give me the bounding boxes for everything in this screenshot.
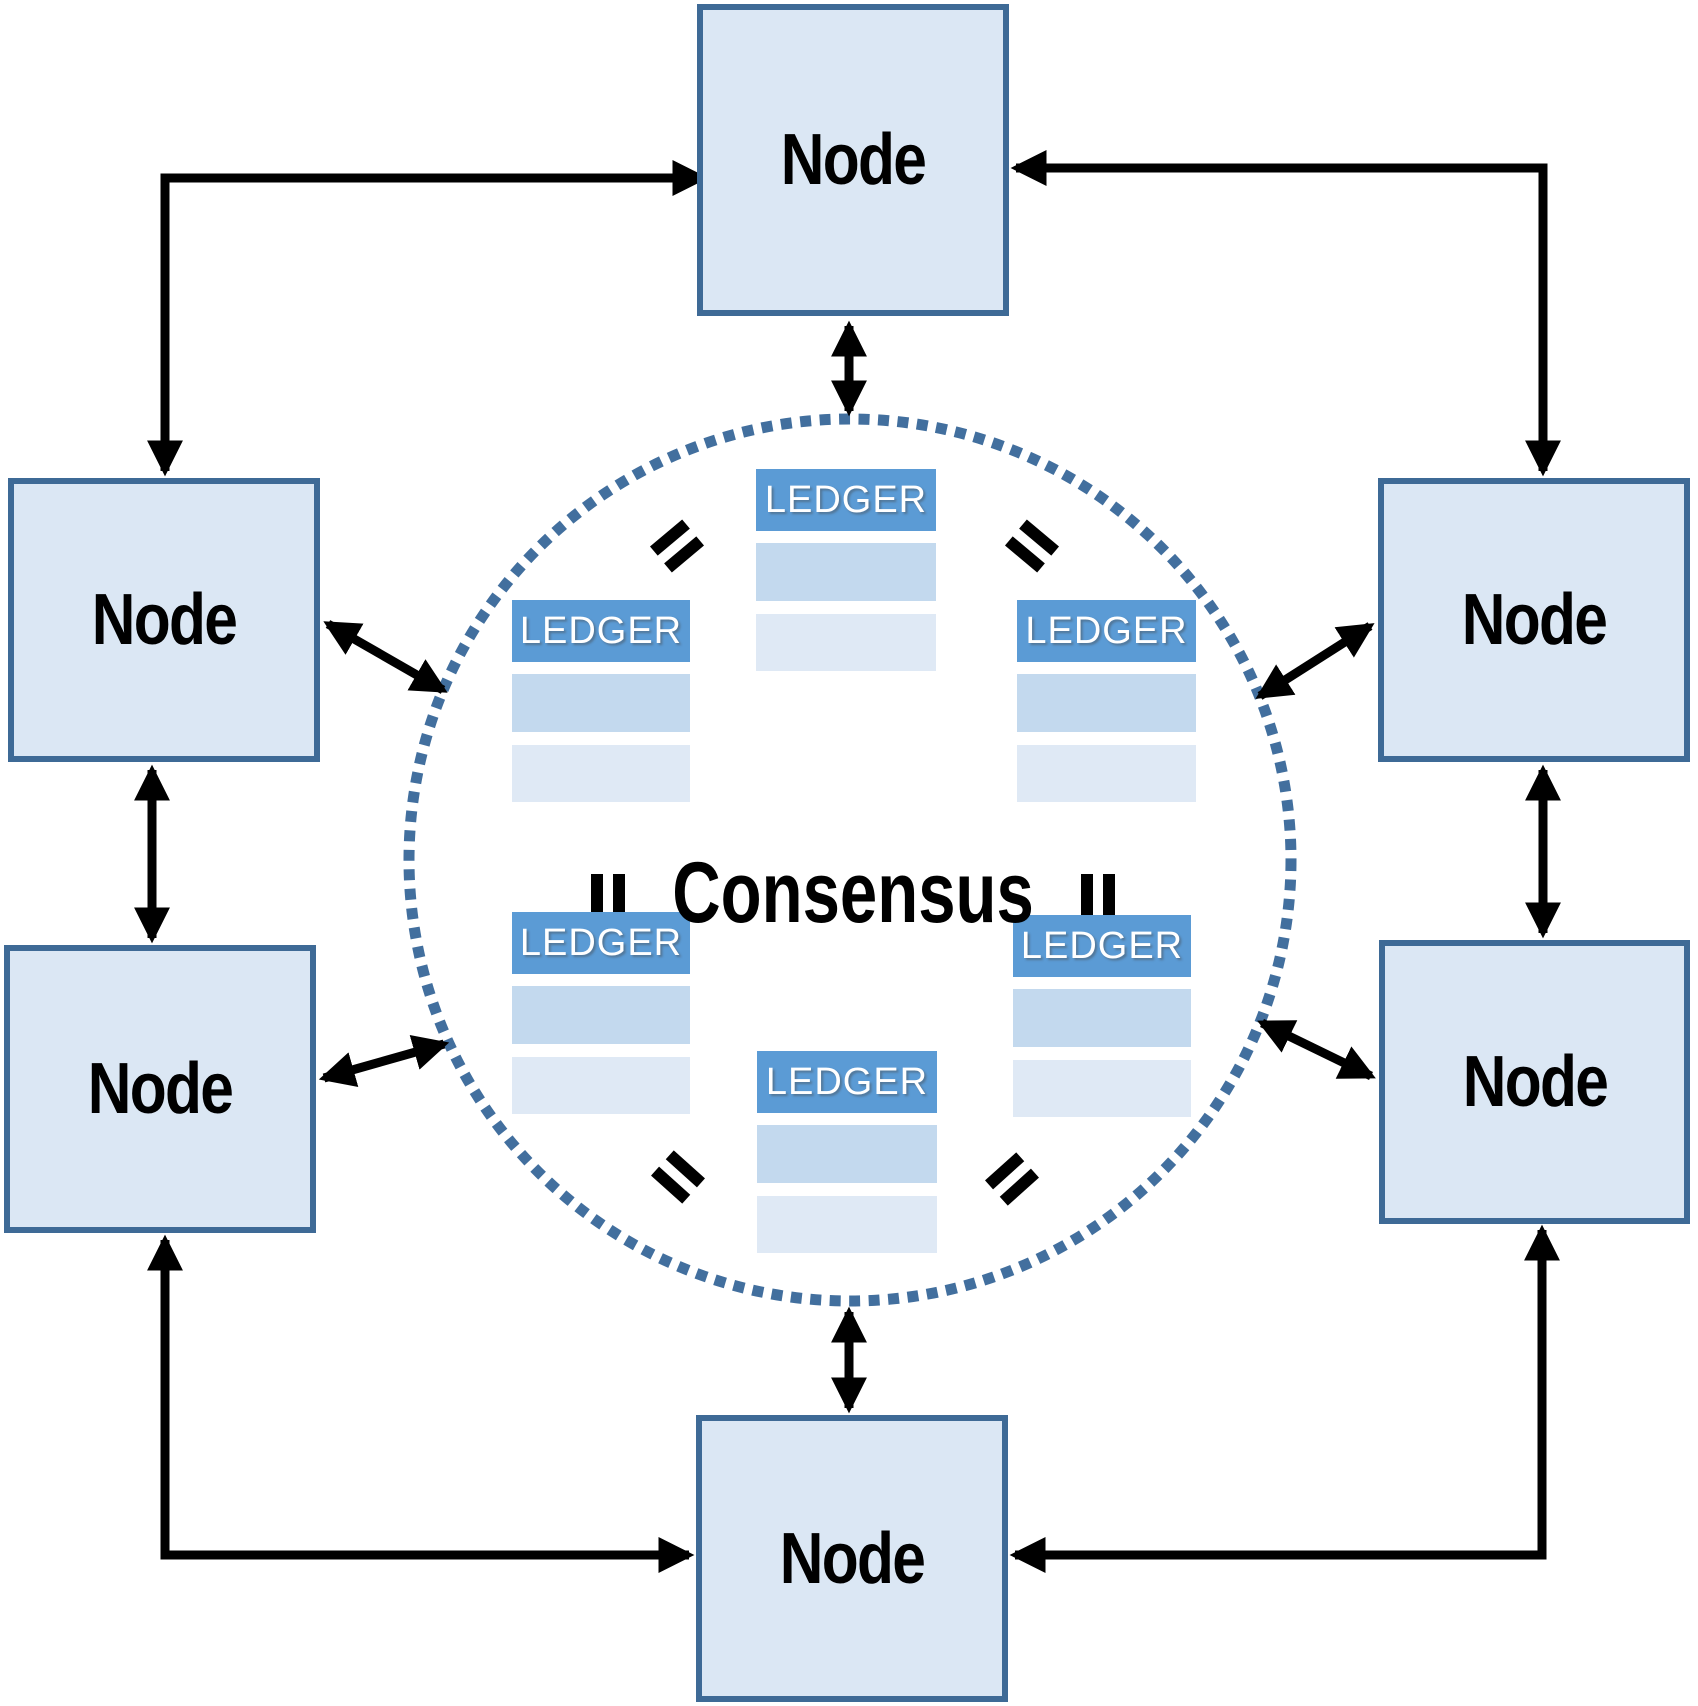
ledger-block-left-upper: LEDGER [512,600,690,802]
equals-marks [591,519,1115,1206]
ledger-row [757,1196,937,1253]
ledger-row [512,745,690,802]
node-box-left-lower: Node [4,945,316,1233]
equals-icon [591,874,625,916]
ledger-row [1013,989,1191,1047]
ledger-header: LEDGER [756,469,936,531]
arrow-group [134,150,1561,1573]
ledger-block-right-lower: LEDGER [1013,915,1191,1117]
arrow-topnode-rightupper [1010,150,1561,477]
ledger-header: LEDGER [512,600,690,662]
ledger-header: LEDGER [757,1051,937,1113]
node-box-left-upper: Node [8,478,320,762]
equals-icon [651,1150,705,1204]
ledger-row [512,674,690,732]
ledger-row [757,1125,937,1183]
node-label: Node [87,1049,234,1129]
ledger-row [1017,674,1196,732]
node-box-right-upper: Node [1378,478,1690,762]
ledger-row [512,986,690,1044]
equals-icon [649,519,705,573]
ledger-row [756,614,936,671]
ledger-block-center-top: LEDGER [756,469,936,671]
equals-icon [1081,874,1115,916]
ledger-row [756,543,936,601]
node-label: Node [1462,1042,1608,1122]
ledger-row [1017,745,1196,802]
arrow-leftlower-bottomnode [147,1234,695,1573]
equals-icon [985,1152,1039,1206]
ledger-row [1013,1060,1191,1117]
consensus-title: Consensus [672,844,1034,941]
ledger-row [512,1057,690,1114]
equals-icon [1004,519,1060,573]
ledger-block-right-upper: LEDGER [1017,600,1196,802]
node-label: Node [91,580,238,660]
node-box-top: Node [697,4,1009,316]
ledger-block-left-lower: LEDGER [512,912,690,1114]
node-label: Node [780,120,927,200]
node-box-bottom: Node [696,1415,1008,1702]
node-label: Node [1461,580,1608,660]
arrow-topnode-leftupper [147,160,709,477]
ledger-header: LEDGER [1017,600,1196,662]
arrow-leftupper-circle [323,620,448,694]
arrow-rightupper-circle [1255,622,1375,700]
node-label: Node [779,1518,926,1599]
node-box-right-lower: Node [1379,940,1690,1224]
consensus-dotted-circle [403,413,1297,1307]
ledger-header: LEDGER [1013,915,1191,977]
arrow-rightlower-circle [1257,1018,1376,1081]
arrow-bottomnode-rightlower [1009,1224,1560,1573]
arrow-leftlower-circle [318,1035,450,1087]
ledger-header: LEDGER [512,912,690,974]
ledger-block-center-bottom: LEDGER [757,1051,937,1253]
